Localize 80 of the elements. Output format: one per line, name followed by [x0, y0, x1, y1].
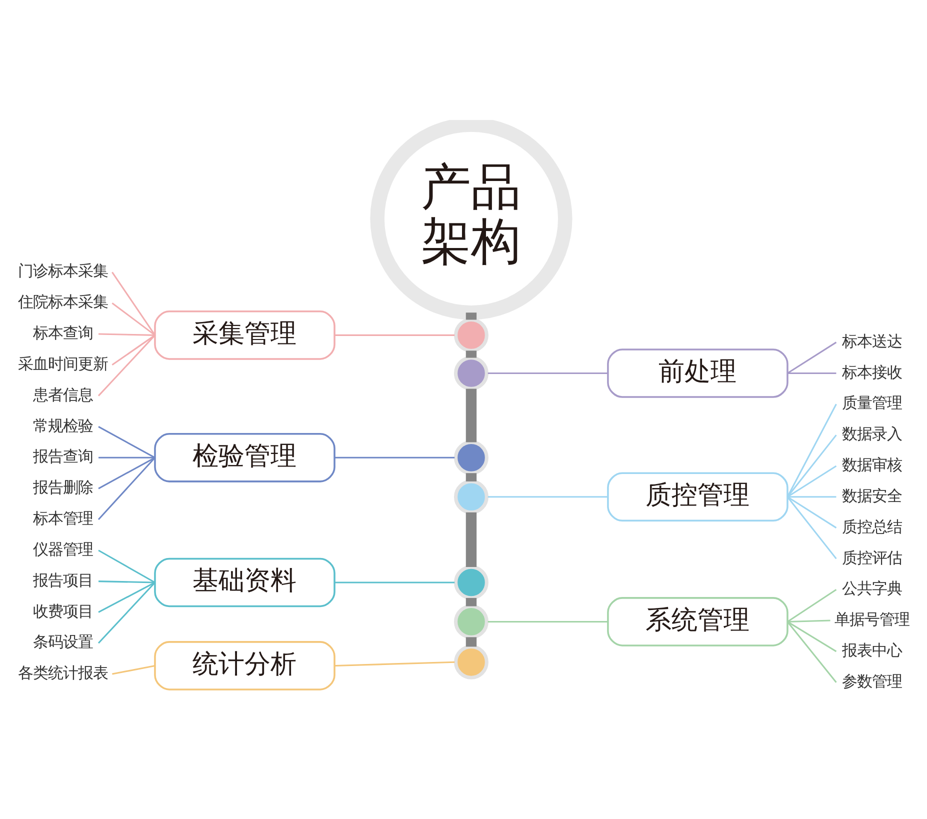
connector	[98, 457, 156, 520]
connector	[112, 334, 156, 366]
node-text: 标本送达	[842, 332, 902, 350]
node-box: 采集管理	[154, 310, 336, 360]
connector	[112, 302, 156, 336]
connector	[786, 434, 837, 498]
connector	[334, 456, 455, 458]
connector	[466, 350, 477, 358]
connector	[488, 620, 608, 622]
connector	[787, 372, 836, 374]
node-text: 质量管理	[842, 394, 902, 412]
node-text: 仪器管理	[32, 540, 93, 558]
node-text: 单据号管理	[834, 610, 910, 629]
node-text: 标本接收	[842, 363, 902, 382]
node-circle	[454, 565, 488, 600]
connector	[98, 333, 155, 336]
connector	[334, 661, 455, 666]
node-circle	[454, 604, 488, 639]
node-box: 检验管理	[154, 432, 336, 482]
connector	[787, 496, 837, 528]
node-circle	[454, 440, 488, 475]
node-text: 标本管理	[32, 510, 93, 528]
connector	[98, 550, 156, 584]
node-text: 患者信息	[32, 386, 93, 404]
node-text: 常规检验	[32, 416, 93, 435]
connector	[466, 312, 477, 320]
connector	[786, 621, 837, 683]
connector	[786, 404, 837, 498]
connector	[787, 588, 837, 622]
connector	[98, 582, 156, 644]
node-text: 条码设置	[32, 633, 93, 652]
node-text: 质控评估	[842, 548, 902, 567]
connector	[98, 334, 156, 396]
node-box: 基础资料	[154, 558, 336, 608]
node-text: 标本查询	[32, 324, 93, 342]
connector	[787, 496, 836, 498]
node-text: 门诊标本采集	[18, 262, 108, 280]
node-circle	[454, 318, 488, 352]
connector	[112, 272, 156, 336]
connector	[488, 372, 608, 374]
node-circle	[454, 644, 488, 680]
node-text: 报告项目	[32, 571, 93, 590]
node-text: 各类统计报表	[18, 664, 108, 682]
node-text: 住院标本采集	[18, 293, 108, 312]
connector	[786, 496, 837, 560]
node-text: 数据录入	[842, 425, 902, 444]
connector	[98, 456, 156, 490]
connector	[98, 582, 156, 613]
connector	[466, 512, 477, 568]
connector	[466, 598, 477, 606]
connector	[98, 426, 156, 458]
connector	[98, 456, 155, 458]
node-text: 报告删除	[32, 478, 93, 497]
node-circle	[454, 356, 488, 390]
node-box: 前处理	[607, 348, 788, 398]
connector	[787, 465, 837, 498]
connector	[334, 334, 455, 336]
node-text: 采血时间更新	[18, 354, 108, 373]
connector	[112, 664, 156, 675]
node-text: 公共字典	[842, 580, 902, 598]
connector	[488, 496, 608, 498]
node-text: 报表中心	[842, 641, 902, 660]
node-box: 质控管理	[607, 472, 788, 522]
node-circle	[454, 480, 488, 514]
node-text: 质控总结	[842, 518, 902, 536]
connector	[787, 621, 837, 652]
connector	[466, 637, 477, 647]
node-box: 统计分析	[154, 641, 336, 690]
node-text: 报告查询	[32, 448, 93, 466]
connector	[466, 388, 477, 442]
connector	[98, 580, 155, 584]
connector	[787, 620, 830, 622]
node-text: 数据安全	[842, 486, 902, 505]
node-text: 数据审核	[842, 456, 902, 474]
node-text: 参数管理	[842, 672, 902, 690]
connector	[466, 473, 477, 482]
connector	[787, 342, 837, 374]
node-text: 收费项目	[32, 602, 93, 620]
node-box: 系统管理	[607, 597, 788, 646]
connector	[334, 582, 455, 584]
